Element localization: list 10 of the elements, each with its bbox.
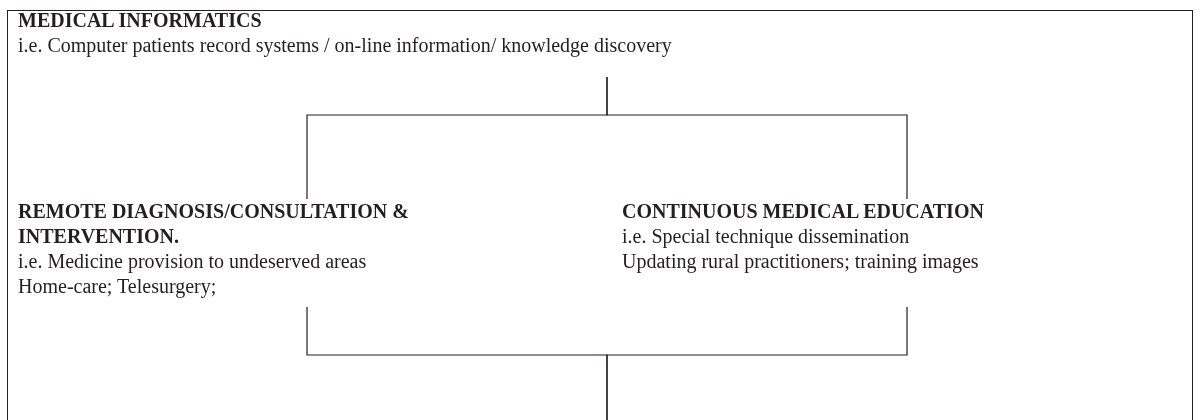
description-text: i.e. Medicine provision to undeserved areas [18, 249, 368, 274]
connector-line [606, 76, 908, 200]
section-heading: REMOTE DIAGNOSIS/CONSULTATION & INTERVENTION. [18, 199, 410, 249]
connector-line [606, 306, 908, 420]
description-text: i.e. Computer patients record systems / on-line information/ knowledge discovery [18, 33, 673, 58]
description-text: Home-care; Telesurgery; [18, 274, 218, 299]
description-text: i.e. Special technique dissemination [622, 224, 911, 249]
description-text: Updating rural practitioners; training images [622, 249, 980, 274]
section-heading: CONTINUOUS MEDICAL EDUCATION [622, 199, 985, 224]
section-heading: MEDICAL INFORMATICS [18, 8, 263, 33]
